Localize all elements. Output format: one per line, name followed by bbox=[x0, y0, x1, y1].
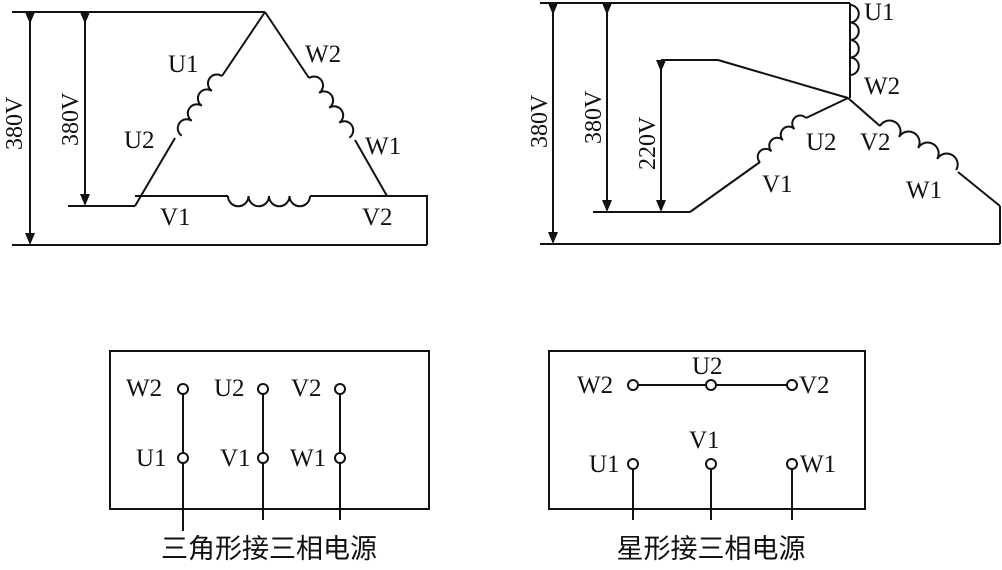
star-neutral-lead bbox=[717, 59, 849, 99]
star-coil-w bbox=[879, 119, 959, 171]
star-terminal-w2 bbox=[627, 379, 639, 391]
delta-terminal-w1 bbox=[334, 452, 346, 464]
star-label-w2: W2 bbox=[864, 73, 900, 100]
delta-left-lower-wire bbox=[134, 137, 176, 207]
delta-terminal-v1 bbox=[257, 452, 269, 464]
star-label-v1: V1 bbox=[762, 171, 793, 198]
delta-board-label-v2: V2 bbox=[291, 375, 322, 402]
star-middle-voltage-label: 380V bbox=[581, 90, 607, 144]
delta-board-frame bbox=[109, 350, 430, 510]
delta-board-label-v1: V1 bbox=[220, 445, 251, 472]
star-outer-voltage-label: 380V bbox=[527, 94, 553, 148]
delta-coil-w bbox=[308, 75, 355, 139]
star-label-u2: U2 bbox=[806, 129, 837, 156]
star-terminal-w1 bbox=[786, 458, 798, 470]
star-board-label-v1: V1 bbox=[689, 427, 720, 454]
star-terminal-u1 bbox=[627, 458, 639, 470]
star-board-label-u1: U1 bbox=[589, 451, 620, 478]
delta-terminal-u1 bbox=[177, 452, 189, 464]
star-board-label-v2: V2 bbox=[799, 372, 830, 399]
delta-coil-v bbox=[227, 195, 311, 208]
delta-caption: 三角形接三相电源 bbox=[161, 534, 377, 565]
delta-terminal-w2 bbox=[177, 383, 189, 395]
delta-label-w2: W2 bbox=[305, 41, 341, 68]
star-label-w1: W1 bbox=[906, 177, 942, 204]
delta-label-u1: U1 bbox=[168, 51, 199, 78]
star-caption: 星形接三相电源 bbox=[617, 534, 806, 565]
star-terminal-v2 bbox=[786, 379, 798, 391]
delta-outer-voltage-label: 380V bbox=[2, 96, 28, 150]
star-terminal-u2 bbox=[705, 379, 717, 391]
delta-coil-u bbox=[176, 73, 223, 137]
delta-terminal-u2 bbox=[257, 383, 269, 395]
star-coil-v bbox=[756, 114, 807, 164]
star-v-wire-upper bbox=[805, 97, 849, 119]
star-coil-u bbox=[849, 4, 860, 76]
delta-board-label-u2: U2 bbox=[214, 375, 245, 402]
star-terminal-board: W2 U2 V2 U1 V1 W1 星形接三相电源 bbox=[548, 350, 866, 565]
delta-right-lower-wire bbox=[354, 139, 428, 245]
star-board-label-w2: W2 bbox=[577, 372, 613, 399]
star-w-wire-lower bbox=[957, 171, 1001, 207]
delta-connection-diagram: 380V 380V U1 U2 W2 W1 V1 V2 bbox=[2, 11, 428, 246]
star-label-u1: U1 bbox=[864, 0, 895, 26]
star-connection-diagram: 380V 380V 220V U1 W2 U2 V2 V1 W1 bbox=[527, 0, 1001, 245]
star-terminal-v1 bbox=[705, 458, 717, 470]
delta-label-u2: U2 bbox=[124, 127, 155, 154]
delta-inner-voltage-label: 380V bbox=[58, 92, 84, 146]
delta-terminal-v2 bbox=[334, 383, 346, 395]
delta-label-v2: V2 bbox=[362, 204, 393, 231]
star-w-wire-upper bbox=[847, 97, 881, 127]
delta-right-upper-wire bbox=[264, 11, 310, 79]
delta-terminal-board: W2 U2 V2 U1 V1 W1 三角形接三相电源 bbox=[109, 350, 430, 565]
delta-board-label-w2: W2 bbox=[126, 375, 162, 402]
delta-label-w1: W1 bbox=[365, 133, 401, 160]
star-inner-voltage-label: 220V bbox=[635, 116, 661, 170]
star-board-frame bbox=[548, 350, 866, 510]
star-label-v2: V2 bbox=[860, 129, 891, 156]
delta-left-upper-wire bbox=[221, 11, 266, 77]
delta-board-label-w1: W1 bbox=[290, 445, 326, 472]
star-board-label-w1: W1 bbox=[800, 451, 836, 478]
delta-board-label-u1: U1 bbox=[136, 445, 167, 472]
delta-label-v1: V1 bbox=[160, 204, 191, 231]
star-board-label-u2: U2 bbox=[692, 353, 723, 380]
star-v-wire-lower bbox=[689, 161, 761, 213]
